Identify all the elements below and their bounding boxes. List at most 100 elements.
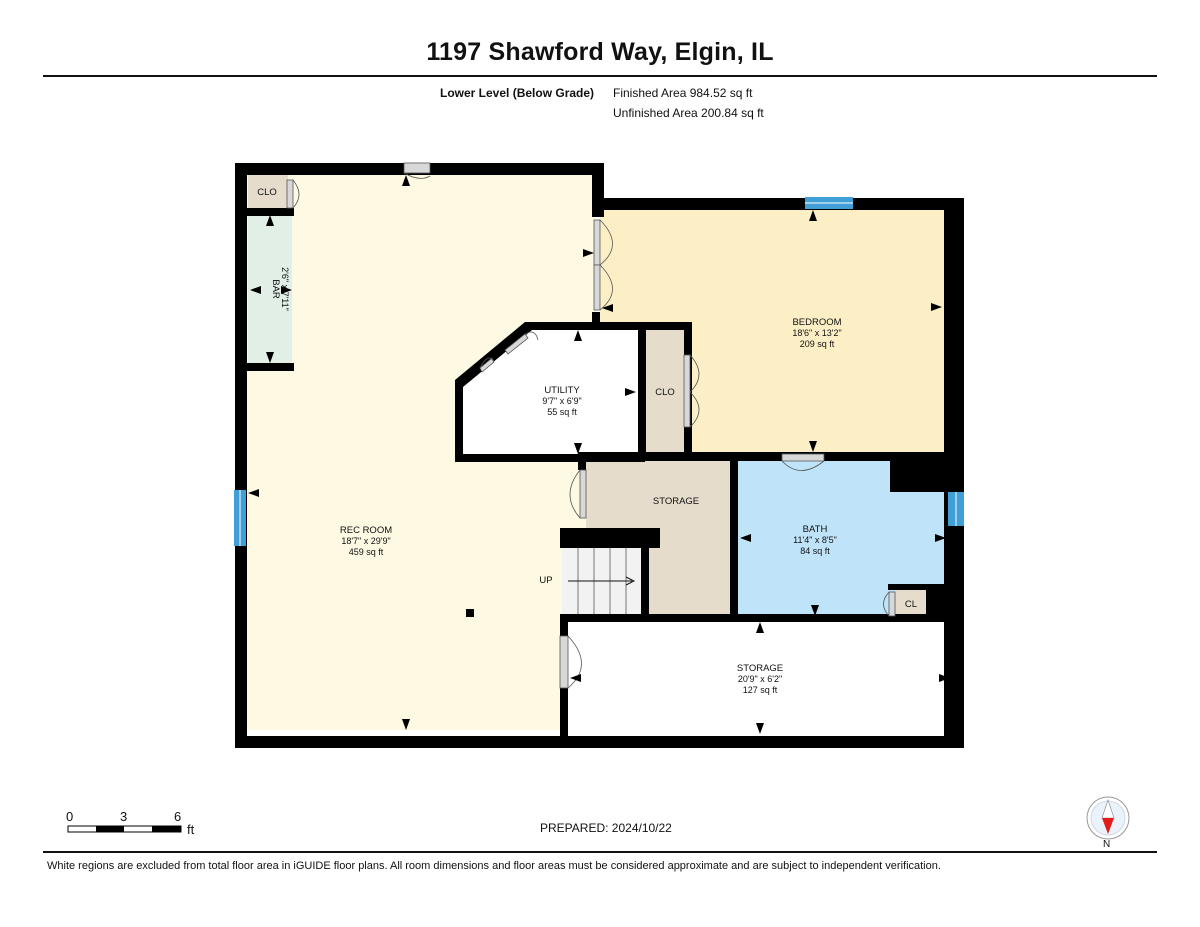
finished-area-label: Finished Area 984.52 sq ft [613,86,753,100]
door-clo-mid-swing [689,354,700,428]
door-storage-mid-swing [569,469,581,519]
wall-storage-lower-east [952,614,964,738]
bath-dims: 11'4" x 8'5" [793,535,837,545]
dim-arrow [756,622,764,633]
storage-lower-name: STORAGE [737,663,783,674]
dim-arrow [266,352,274,363]
header-rule [43,75,1157,77]
wall-north-bedroom [592,198,964,210]
dim-arrow [250,286,261,294]
prepared-date: PREPARED: 2024/10/22 [540,821,672,835]
storage-lower-fill [568,622,952,734]
wall-bath-notch [890,452,946,492]
scale-label-3: 3 [120,809,128,824]
door-utility-a-swing [479,357,495,369]
clo-mid-fill [645,330,685,452]
door-bedroom-a-swing [599,219,613,266]
wall-utility-east [638,322,646,460]
door-bedroom-b [593,264,601,311]
dim-arrow [625,388,636,396]
dim-arrow [939,674,950,682]
scale-bar-segment [96,826,124,832]
scale-bar [67,825,182,833]
bar-dims: 2'6" x 7'11" [280,267,290,311]
door-bath [781,453,825,462]
room-fills [246,175,952,734]
wall-stair-east [641,540,649,618]
bedroom-name: BEDROOM [792,317,841,328]
wall-storage-lower-north [560,614,964,622]
dimension-arrows [248,175,950,734]
dim-arrow [931,303,942,311]
wall-utility-south [455,454,645,462]
property-address: 1197 Shawford Way, Elgin, IL [426,38,774,66]
storage-mid-name: STORAGE [653,496,699,507]
support-column [466,609,474,617]
wall-storage-west [578,452,586,470]
dim-arrow [809,441,817,452]
dim-arrow [583,249,594,257]
wall-rec-east-mid [592,312,600,330]
bath-name: BATH [803,524,828,535]
bedroom-area: 209 sq ft [800,339,835,349]
door-clo-mid [683,354,691,428]
door-utility-b [504,333,529,355]
rec-room-dims: 18'7" x 29'9" [341,536,390,546]
door-cl-swing [883,591,890,617]
door-clo-top [286,179,294,209]
compass-rose [1086,796,1130,840]
footer-rule [43,851,1157,853]
wall-bedroom-south [582,452,964,461]
wall-storage-bath [730,452,738,620]
doors [286,162,896,689]
storage-lower-dims: 20'9" x 6'2" [738,674,782,684]
dim-arrow [248,489,259,497]
rec-room-area: 459 sq ft [349,547,384,557]
dim-arrow [756,723,764,734]
room-labels: REC ROOM 18'7" x 29'9" 459 sq ft BEDROOM… [257,187,917,695]
door-bath-swing [781,460,825,471]
rec-room-name: REC ROOM [340,525,392,536]
door-north-rec [403,162,431,174]
door-utility-b-swing [524,331,539,341]
bedroom-dims: 18'6" x 13'2" [792,328,841,338]
scale-label-0: 0 [66,809,74,824]
compass-north-label: N [1103,839,1111,850]
storage-lower-area: 127 sq ft [743,685,778,695]
cl-bath-name: CL [905,599,917,610]
stairs [568,548,636,614]
dim-arrow [574,330,582,341]
utility-dims: 9'7" x 6'9" [542,396,581,406]
unfinished-area-label: Unfinished Area 200.84 sq ft [613,106,764,120]
rec-room-lower-fill [246,540,560,730]
door-clo-top-swing [292,179,300,209]
utility-name: UTILITY [544,385,580,396]
compass-needle-north [1102,818,1114,834]
wall-stair-top [560,528,660,548]
floor-level-label: Lower Level (Below Grade) [440,86,595,100]
dim-arrow [602,304,613,312]
door-cl [888,591,896,617]
door-storage-lower [559,635,569,689]
dim-arrow [574,443,582,454]
dim-arrow [811,605,819,616]
dim-arrow [402,719,410,730]
clo-top-name: CLO [257,187,277,198]
windows [234,197,964,546]
wall-west [235,163,247,748]
wall-bar-bottom [246,363,294,371]
dim-arrow [809,210,817,221]
scale-label-6: 6 [174,809,182,824]
stair-arrow-head [625,576,636,586]
wall-cl [888,584,928,590]
bar-name: BAR [270,279,281,299]
wall-south [235,736,964,748]
door-north-rec-swing [403,172,431,179]
clo-top-fill [248,175,288,210]
clo-mid-name: CLO [655,387,675,398]
bath-area: 84 sq ft [800,546,830,556]
dim-arrow [402,175,410,186]
dim-arrow [740,534,751,542]
dim-arrow [266,215,274,226]
